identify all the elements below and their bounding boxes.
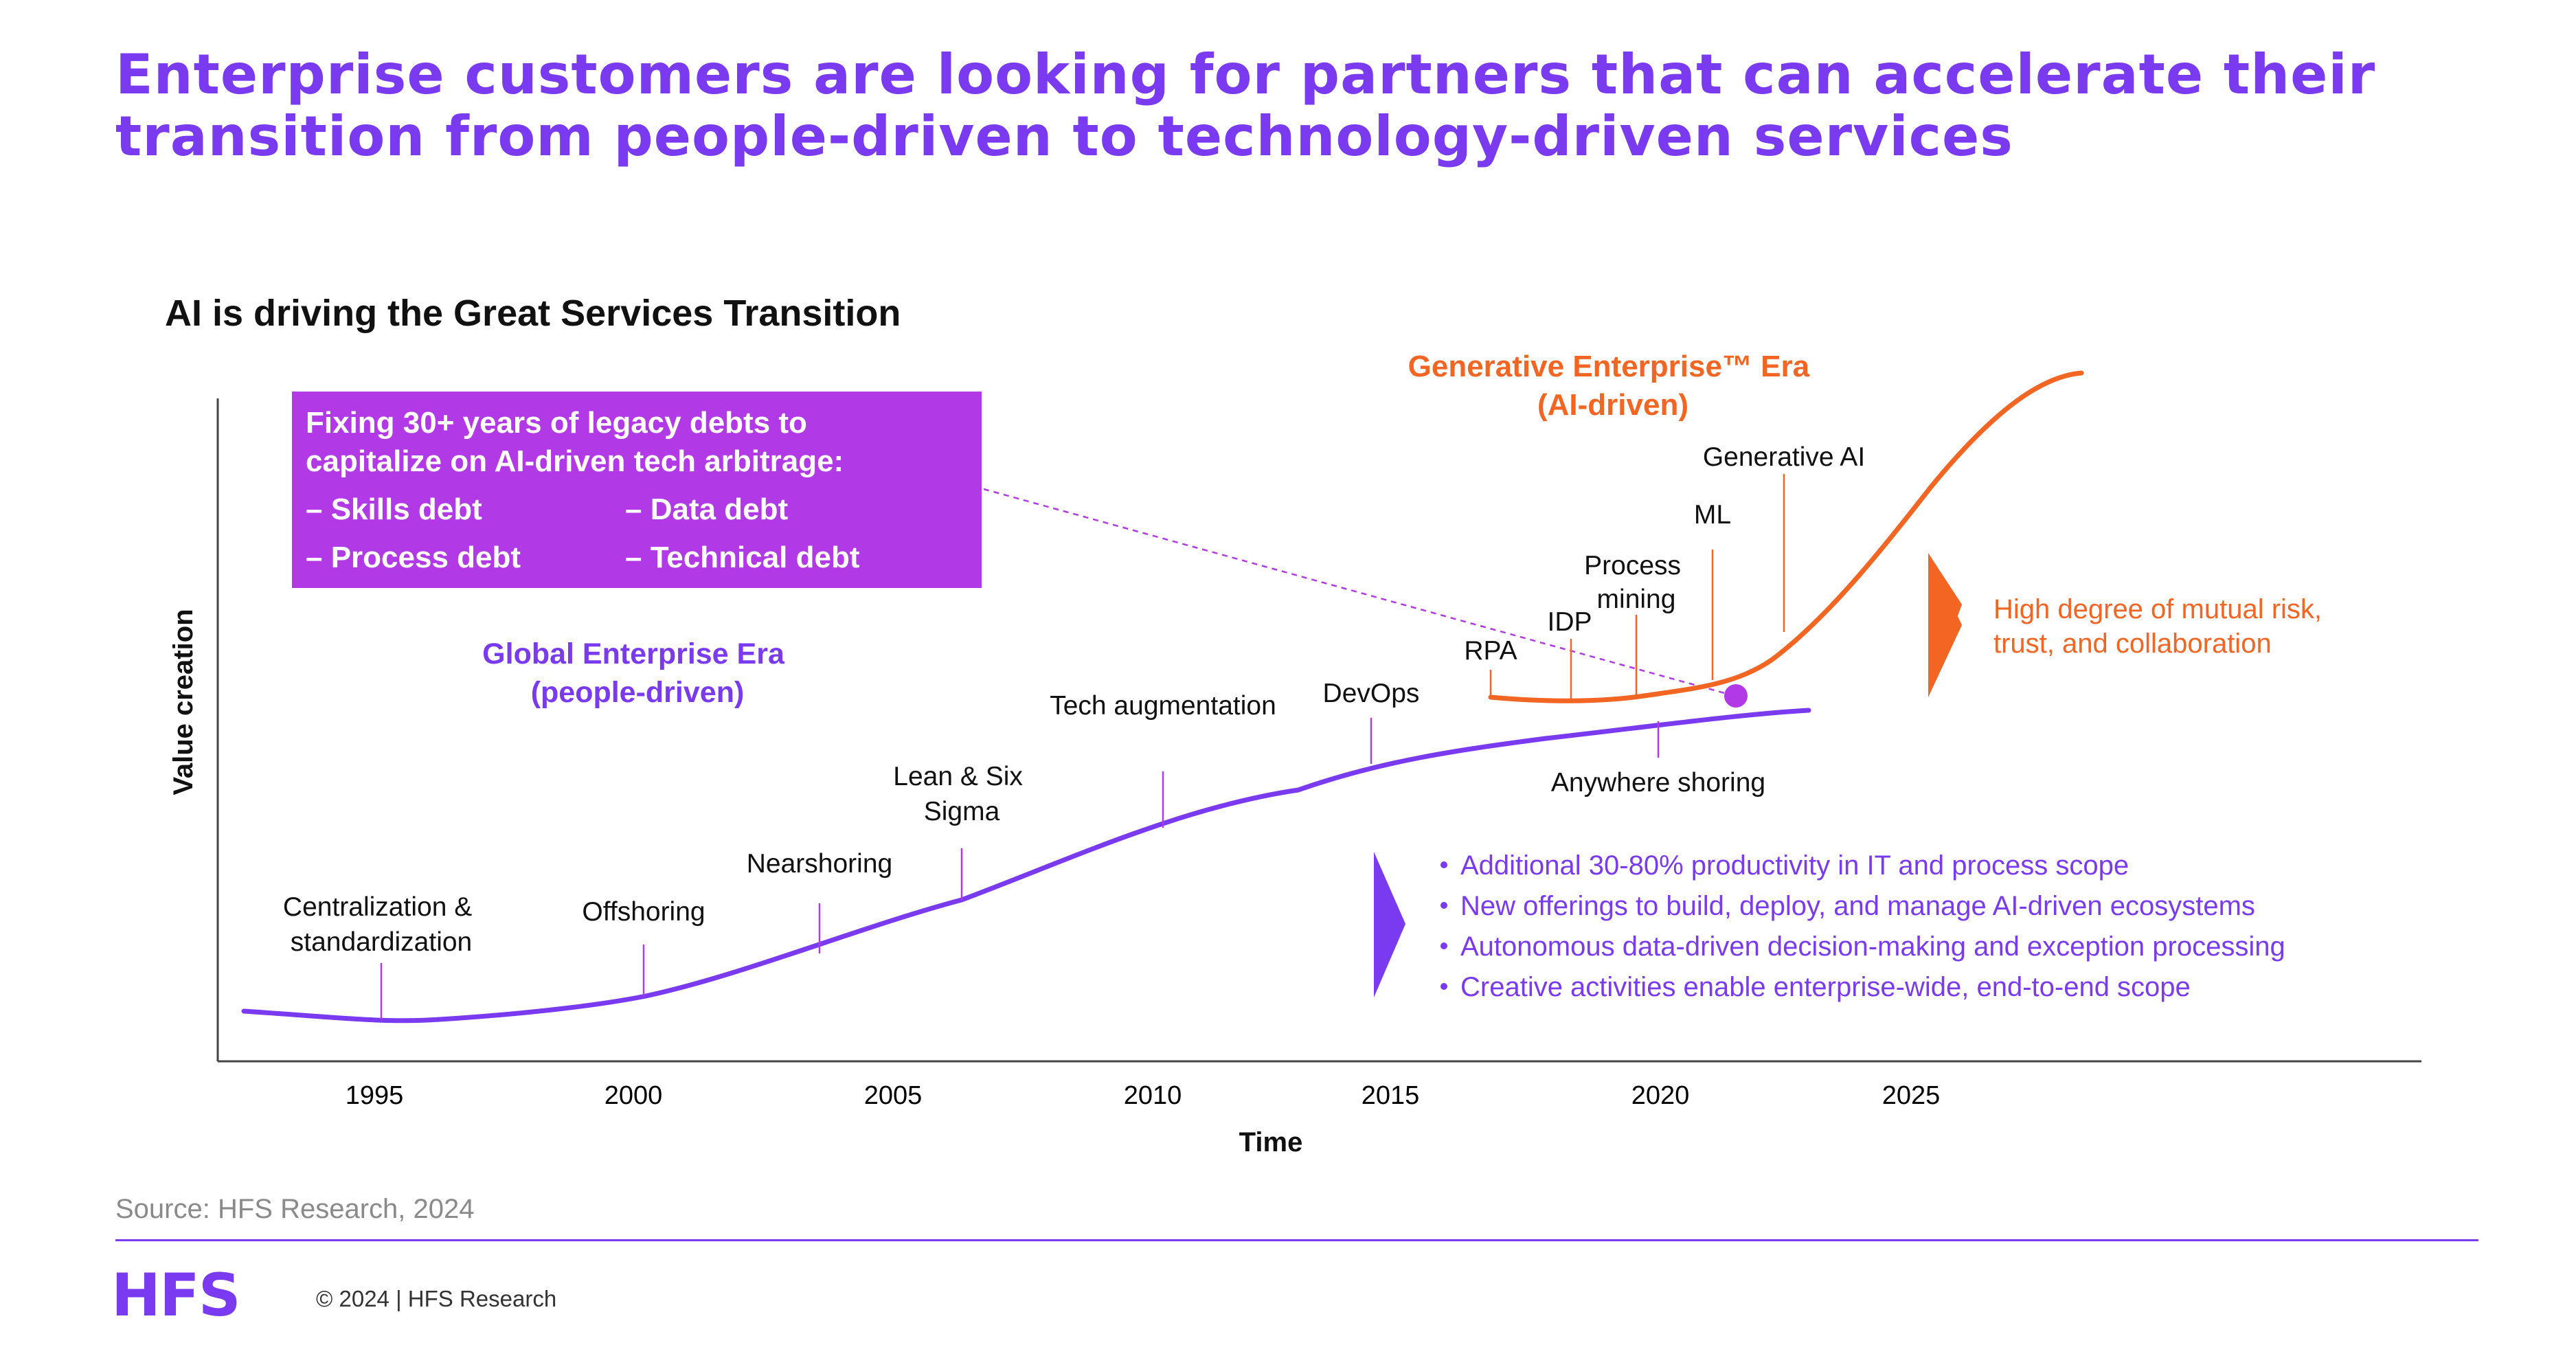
x-tick-label: 2025 xyxy=(1882,1081,1941,1110)
debt-item: – Process debt xyxy=(306,541,521,574)
milestone-label: Centralization & standardization xyxy=(283,892,479,957)
x-tick-label: 1995 xyxy=(346,1081,404,1110)
ai-driven-curve xyxy=(1488,370,2084,703)
bullet-item: Creative activities enable enterprise-wi… xyxy=(1460,972,2191,1002)
global-era-label: Global Enterprise Era (people-driven) xyxy=(482,637,793,709)
legacy-debts-box: Fixing 30+ years of legacy debts to capi… xyxy=(292,392,982,588)
source-note: Source: HFS Research, 2024 xyxy=(115,1194,475,1224)
x-tick-label: 2020 xyxy=(1631,1081,1690,1110)
transition-dot xyxy=(1724,684,1748,708)
x-axis-label: Time xyxy=(1239,1127,1303,1157)
legacy-box-line: capitalize on AI-driven tech arbitrage: xyxy=(306,444,844,478)
milestone-label: IDP xyxy=(1547,607,1592,637)
footer-divider xyxy=(115,1239,2478,1241)
bullet-dot-icon xyxy=(1440,902,1447,909)
copyright-text: © 2024 | HFS Research xyxy=(316,1286,557,1311)
x-tick-label: 2010 xyxy=(1124,1081,1182,1110)
legacy-debt-list: – Skills debt – Data debt – Process debt… xyxy=(306,490,968,577)
debt-item: – Technical debt xyxy=(625,541,860,574)
purple-chevron-icon xyxy=(1374,852,1405,997)
bullet-dot-icon xyxy=(1440,983,1447,990)
orange-callout-text: High degree of mutual risk, trust, and c… xyxy=(1993,594,2329,659)
milestone-label: Process mining xyxy=(1584,551,1688,614)
bullet-item: Additional 30-80% productivity in IT and… xyxy=(1460,850,2129,881)
milestone-label: Offshoring xyxy=(582,897,705,927)
bullet-dot-icon xyxy=(1440,942,1447,949)
x-tick-label: 2005 xyxy=(864,1081,923,1110)
legacy-box-line: Fixing 30+ years of legacy debts to xyxy=(306,406,807,440)
bullet-item: New offerings to build, deploy, and mana… xyxy=(1460,891,2255,921)
debt-item: – Data debt xyxy=(625,493,789,526)
chart-subtitle: AI is driving the Great Services Transit… xyxy=(165,293,901,334)
milestone-label: DevOps xyxy=(1323,679,1420,708)
debt-item: – Skills debt xyxy=(306,493,482,526)
generative-era-label: Generative Enterprise™ Era (AI-driven) xyxy=(1408,350,1818,422)
milestone-label: Nearshoring xyxy=(747,849,892,879)
bullet-dot-icon xyxy=(1440,861,1447,868)
x-tick-label: 2000 xyxy=(605,1081,663,1110)
orange-chevron-shape xyxy=(1928,553,1962,697)
people-driven-curve xyxy=(241,708,1811,1024)
milestone-label: RPA xyxy=(1464,636,1517,666)
milestone-label: Tech augmentation xyxy=(1050,691,1276,721)
y-axis-label: Value creation xyxy=(168,609,199,795)
hfs-logo: HFS xyxy=(111,1261,241,1330)
bullet-item: Autonomous data-driven decision-making a… xyxy=(1460,931,2285,962)
page-title: Enterprise customers are looking for par… xyxy=(115,43,2376,168)
milestone-label: Anywhere shoring xyxy=(1551,768,1765,798)
milestone-label: Generative AI xyxy=(1703,442,1865,472)
milestone-label: Lean & Six Sigma xyxy=(893,762,1030,826)
milestone-label: ML xyxy=(1694,500,1731,530)
x-tick-label: 2015 xyxy=(1362,1081,1420,1110)
